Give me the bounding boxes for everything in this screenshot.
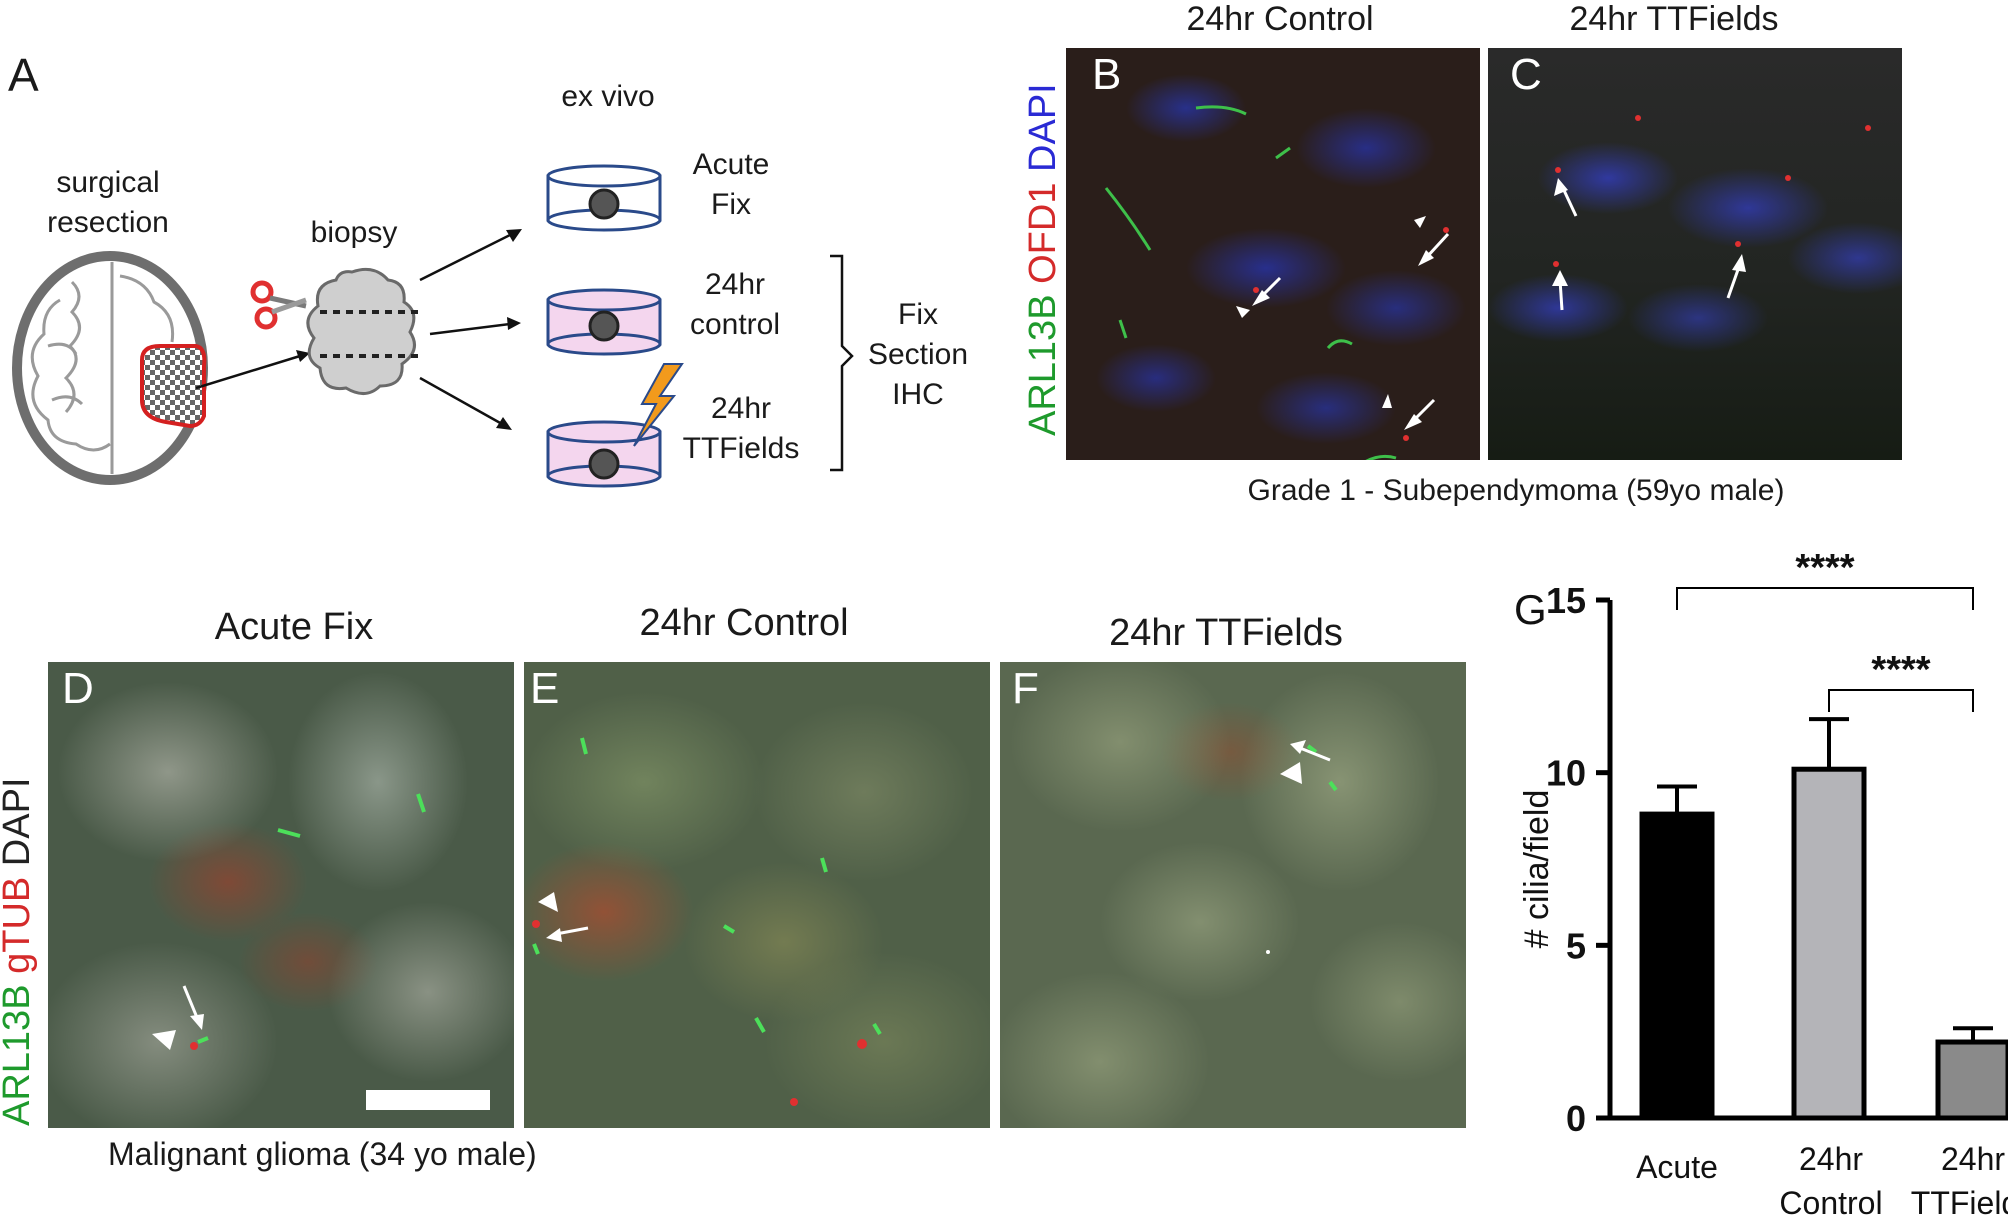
x-category-label: 24hr (1941, 1141, 2005, 1177)
resection-label-line1: surgical (56, 166, 160, 199)
procedure-line1: Fix (898, 298, 938, 331)
dish-ttfields-icon (546, 420, 662, 488)
scissors-icon (250, 280, 307, 330)
significance-bracket (1828, 689, 1974, 712)
bar-2 (1791, 766, 1867, 1121)
panel-bc-caption: Grade 1 - Subependymoma (59yo male) (1247, 474, 1785, 507)
resection-label-line2: resection (47, 206, 169, 239)
procedure-line3: IHC (892, 378, 944, 411)
x-category-label: Control (1779, 1185, 1882, 1216)
x-category-label: 24hr (1799, 1141, 1863, 1177)
y-axis-label: # cilia/field (1518, 790, 1556, 949)
dish3-label-line1: 24hr (710, 392, 772, 425)
scale-bar (366, 1090, 490, 1110)
micrograph-f (1000, 662, 1466, 1128)
stain-dapi: DAPI (1022, 83, 1064, 172)
panel-d-title: Acute Fix (214, 606, 374, 648)
micrograph-c-overlay (1552, 115, 1871, 311)
bar-1 (1639, 811, 1715, 1121)
panel-def-stain-label: ARL13B gTUB DAPI (0, 777, 39, 1126)
panel-d-letter: D (62, 664, 94, 713)
lightning-bolt-icon (633, 363, 684, 447)
biopsy-tissue-icon (306, 267, 422, 395)
stain-gtub: gTUB (0, 876, 38, 974)
panel-b-title: 24hr Control (1186, 0, 1374, 38)
micrograph-d (48, 662, 514, 1128)
panel-bc-stain-label: ARL13B OFD1 DAPI (1022, 83, 1065, 436)
panel-def-caption: Malignant glioma (34 yo male) (108, 1136, 537, 1172)
panel-e-letter: E (530, 664, 560, 713)
dish1-label-line1: Acute (692, 148, 770, 181)
panel-g-letter: G (1514, 586, 1547, 633)
micrograph-e (524, 662, 990, 1128)
procedure-line2: Section (867, 338, 969, 371)
significance-label: **** (1871, 649, 1930, 691)
panel-c-letter: C (1510, 50, 1542, 99)
bracket (830, 254, 854, 472)
y-tick-label: 0 (1566, 1098, 1586, 1139)
micrograph-d-overlay (152, 793, 490, 1110)
panel-f-letter: F (1012, 664, 1039, 713)
micrograph-b (1066, 48, 1480, 460)
micrograph-c (1488, 48, 1902, 460)
stain-arl13b: ARL13B (0, 984, 38, 1126)
dish-control-icon (546, 288, 662, 356)
panel-f-title: 24hr TTFields (1109, 612, 1343, 654)
stain-dapi: DAPI (0, 777, 38, 867)
micrograph-e-overlay (532, 737, 882, 1106)
dish-acute-icon (546, 164, 662, 232)
micrograph-f-overlay (1266, 740, 1338, 954)
stain-ofd1: OFD1 (1022, 182, 1064, 284)
y-tick-label: 10 (1546, 753, 1586, 794)
tumor-region (140, 344, 207, 429)
stain-arl13b: ARL13B (1022, 294, 1064, 436)
biopsy-label: biopsy (310, 216, 398, 249)
dish2-label-line2: control (689, 308, 781, 341)
y-tick-label: 15 (1546, 580, 1586, 621)
x-category-label: Acute (1636, 1149, 1718, 1185)
panel-e-title: 24hr Control (639, 602, 849, 644)
dish3-label-line2: TTFields (682, 432, 800, 465)
schematic-drawing (12, 164, 854, 488)
panel-c-title: 24hr TTFields (1569, 0, 1779, 38)
significance-label: **** (1795, 547, 1854, 589)
exvivo-label: ex vivo (561, 80, 655, 113)
dish1-label-line2: Fix (711, 188, 751, 221)
micrograph-b-overlay (1104, 105, 1450, 460)
x-category-label: TTFields (1911, 1185, 2008, 1216)
bar-3 (1935, 1039, 2008, 1121)
brain-icon (12, 251, 208, 485)
panel-b-letter: B (1092, 50, 1122, 99)
significance-bracket (1676, 587, 1974, 610)
dish2-label-line1: 24hr (704, 268, 766, 301)
y-tick-label: 5 (1566, 925, 1586, 966)
panel-a-letter: A (8, 49, 39, 101)
